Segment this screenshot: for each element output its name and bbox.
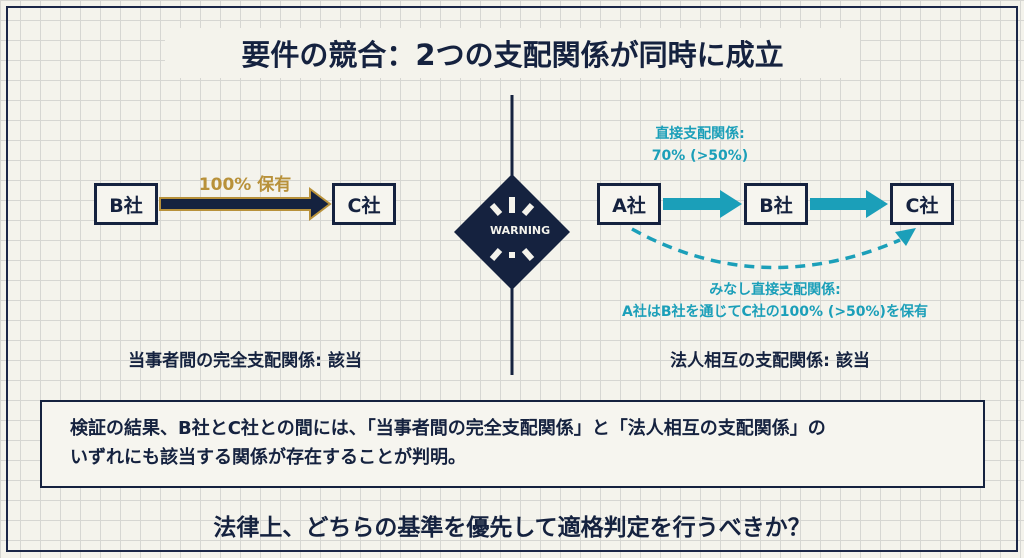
company-c-box: C社 <box>332 183 396 225</box>
left-verdict: 当事者間の完全支配関係: 該当 <box>128 351 362 371</box>
company-a-box: A社 <box>597 183 661 225</box>
right-verdict: 法人相互の支配関係: 該当 <box>670 351 870 371</box>
deemed-label-detail: A社はB社を通じてC社の100% (>50%)を保有 <box>622 304 928 320</box>
deemed-arrow-a-c <box>631 227 916 270</box>
direct-arrow-a-b <box>663 190 742 218</box>
deemed-label-title: みなし直接支配関係: <box>709 282 841 298</box>
company-c-box-right: C社 <box>890 183 954 225</box>
company-b-box-right: B社 <box>744 183 808 225</box>
page-frame <box>6 6 1018 552</box>
result-box: 検証の結果、B社とC社との間には、「当事者間の完全支配関係」と「法人相互の支配関… <box>40 400 985 488</box>
direct-label-title: 直接支配関係: <box>655 126 745 142</box>
direct-label: 直接支配関係: 70% (>50%) <box>620 123 780 167</box>
deemed-label: みなし直接支配関係: A社はB社を通じてC社の100% (>50%)を保有 <box>570 279 980 323</box>
direct-label-value: 70% (>50%) <box>651 148 749 164</box>
company-b-box: B社 <box>94 183 158 225</box>
question-text: 法律上、どちらの基準を優先して適格判定を行うべきか？ <box>213 515 811 541</box>
warning-icon <box>454 174 570 290</box>
direct-arrow-b-c <box>810 190 888 218</box>
ownership-label: 100% 保有 <box>198 175 292 195</box>
page-title: 要件の競合：2つの支配関係が同時に成立 <box>165 28 860 78</box>
warning-label: WARNING <box>490 224 551 237</box>
result-line-2: いずれにも該当する関係が存在することが判明。 <box>70 447 466 468</box>
ownership-arrow <box>159 187 332 221</box>
result-line-1: 検証の結果、B社とC社との間には、「当事者間の完全支配関係」と「法人相互の支配関… <box>70 418 826 439</box>
